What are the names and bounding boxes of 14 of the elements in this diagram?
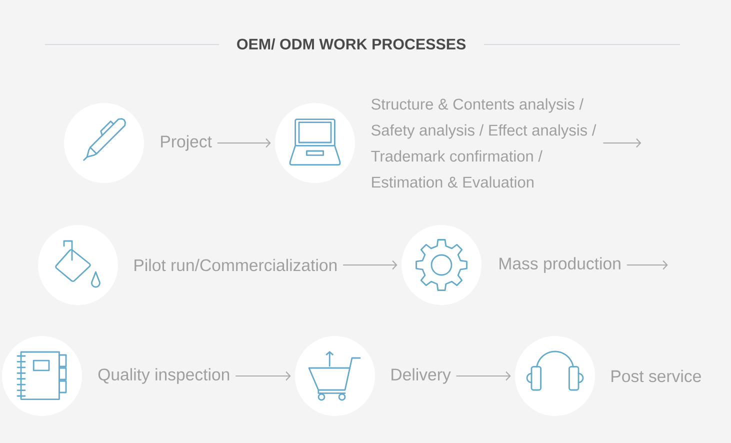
step-label: Project bbox=[161, 135, 212, 151]
step-label: Quality inspection bbox=[98, 368, 230, 384]
step-label: Post service bbox=[612, 370, 701, 382]
arrow bbox=[343, 260, 398, 270]
step-label: Delivery bbox=[392, 368, 451, 384]
arrow bbox=[456, 371, 511, 381]
arrow bbox=[626, 260, 668, 270]
arrow bbox=[236, 371, 291, 381]
arrow bbox=[217, 138, 271, 148]
step-label: Pilot run/Commercialization bbox=[134, 258, 337, 272]
step-label: Mass production bbox=[500, 257, 620, 273]
step-label: Structure & Contents analysis / Safety analysis / Effect analysis / Trademark confirmation / Estimation & Evaluation bbox=[371, 98, 596, 188]
title: OEM/ ODM WORK PROCESSES bbox=[237, 38, 466, 50]
arrow bbox=[603, 138, 642, 148]
